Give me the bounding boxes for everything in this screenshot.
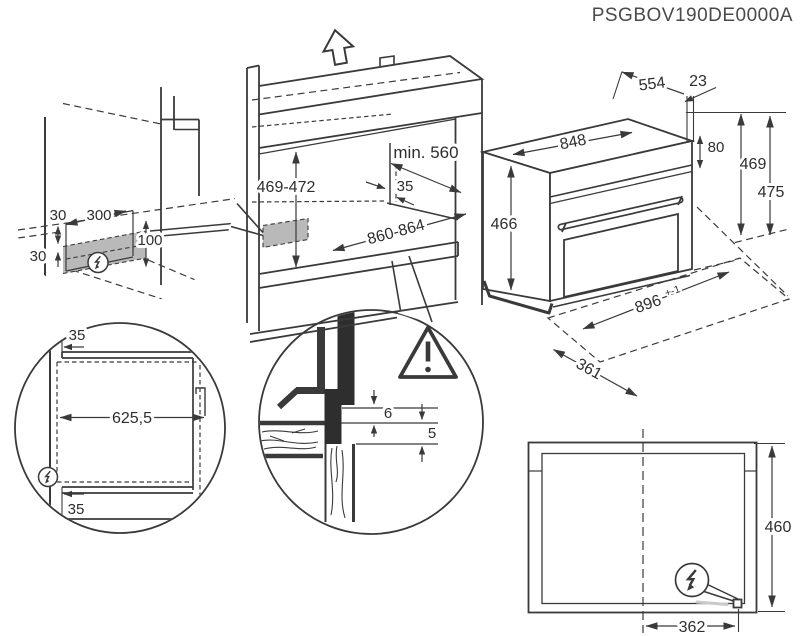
- top-view-drawing: 460 362: [527, 429, 794, 636]
- dim-oven-rear-gap: 23: [689, 73, 707, 90]
- lightning-bolt-icon: [674, 562, 743, 609]
- dim-install-height: 469: [740, 156, 767, 173]
- cabinet-drawing: 469-472 min. 560 35 860-864: [246, 28, 485, 343]
- dim-topview-depth: 460: [765, 519, 792, 536]
- lightning-bolt-icon: [37, 466, 59, 488]
- drawing-number: PSGBOV190DE0000A: [592, 5, 793, 26]
- oven-drawing: 848 466 554 23 80 469 475 896 +-1 361: [479, 70, 791, 397]
- detail-wall-zone-circle: 30 300 30 100: [7, 78, 237, 308]
- dim-oven-body-height: 466: [491, 216, 518, 233]
- dim-zone-width: 300: [86, 207, 111, 224]
- dim-zone-offset-left: 30: [30, 248, 47, 265]
- dim-zone-offset-top: 30: [50, 207, 67, 224]
- dim-total-height: 475: [758, 184, 785, 201]
- dim-control-panel-height: 80: [708, 139, 725, 156]
- dim-gap-upper: 6: [384, 405, 392, 422]
- anti-tip-bracket: [195, 387, 206, 416]
- dim-niche-depth-min: min. 560: [393, 143, 458, 162]
- dim-plinth-depth: 361: [573, 356, 605, 384]
- dim-plan-clearance-bottom: 35: [68, 501, 85, 518]
- oven-foot: [482, 280, 554, 315]
- connection-point: [732, 598, 743, 609]
- dim-plan-inner-width: 625,5: [112, 410, 152, 427]
- dim-plinth-width-tolerance: +-1: [663, 283, 682, 299]
- oven-handle: [557, 195, 684, 233]
- detail-trim-gap-circle: 6 5: [258, 309, 484, 535]
- dim-niche-width: 860-864: [366, 217, 427, 249]
- detail-cabinet-plan-drawing: [49, 334, 206, 522]
- dim-plinth-width: 896: [633, 292, 664, 317]
- dim-gap-lower: 5: [428, 425, 436, 442]
- electrical-zone-location: [263, 218, 308, 248]
- dim-plan-clearance-top: 35: [69, 327, 86, 344]
- detail-cabinet-plan-circle: 35 625,5 35: [14, 322, 226, 534]
- dim-oven-depth: 554: [638, 74, 667, 94]
- lightning-bolt-icon: [87, 251, 109, 274]
- dim-niche-height: 469-472: [257, 179, 316, 196]
- dim-zone-height: 100: [137, 232, 162, 249]
- dim-connection-offset: 362: [679, 619, 706, 636]
- up-arrow-icon: [321, 28, 356, 66]
- dim-side-panel-offset: 35: [397, 178, 414, 195]
- dim-oven-top-width: 848: [558, 132, 588, 154]
- detail-wall-zone-drawing: [17, 87, 235, 301]
- detail-trim-gap-drawing: [260, 311, 438, 522]
- warning-triangle-icon: [398, 325, 458, 379]
